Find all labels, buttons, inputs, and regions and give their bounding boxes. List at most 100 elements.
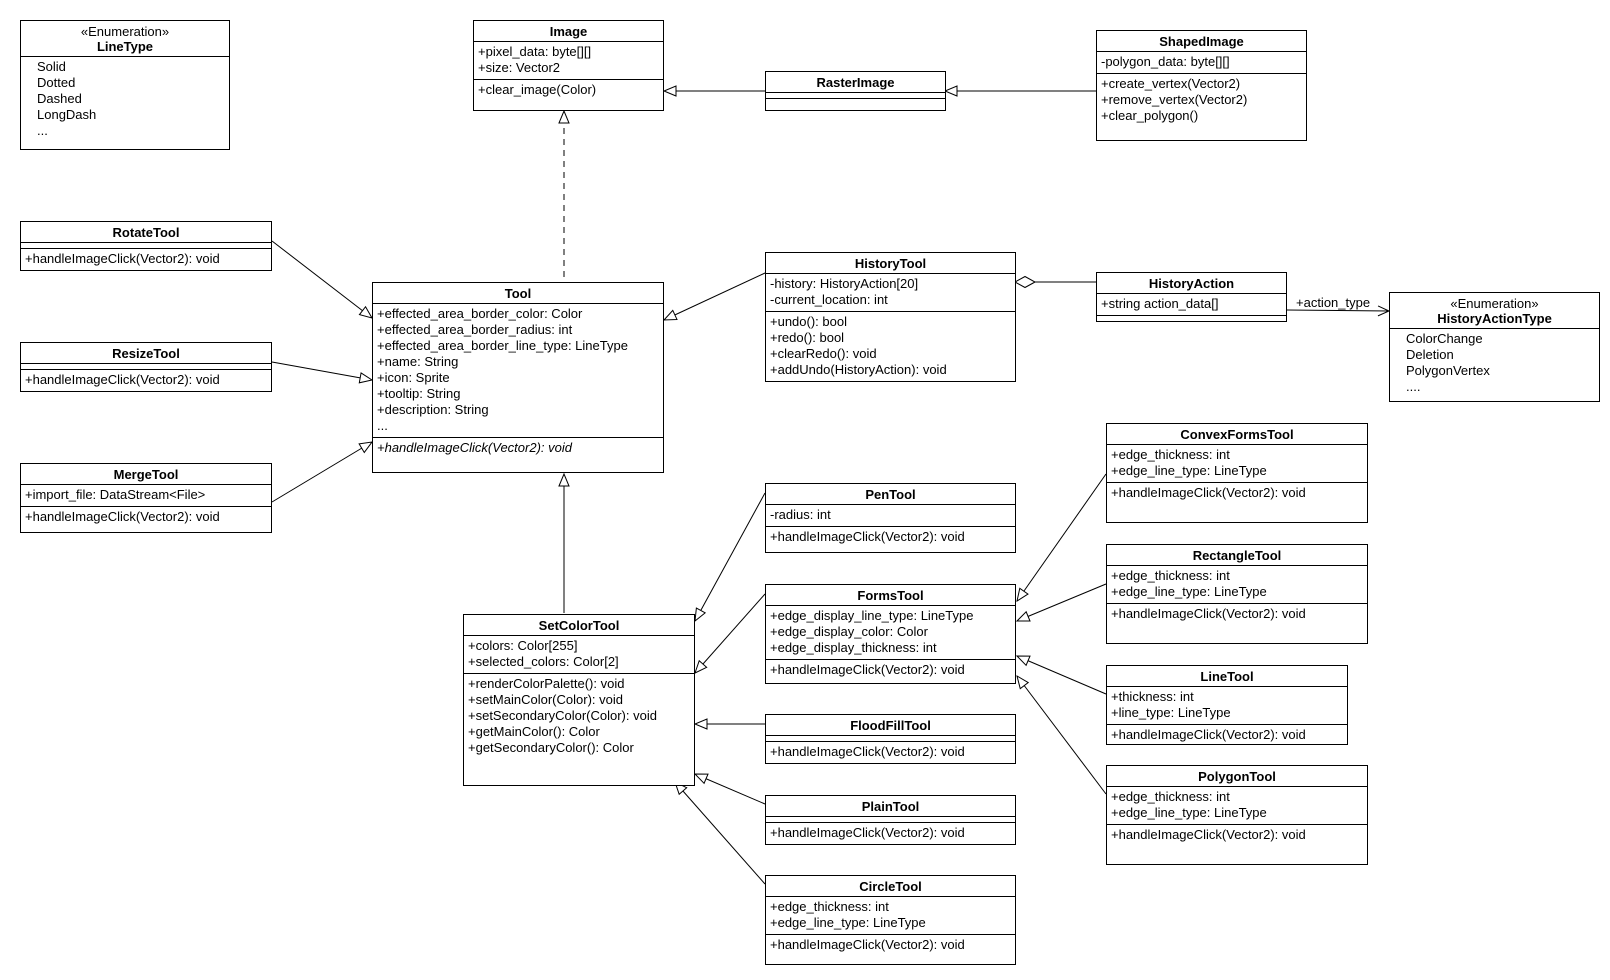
class-name: HistoryActionType bbox=[1437, 311, 1552, 326]
class-historytool[interactable]: HistoryTool -history: HistoryAction[20] … bbox=[765, 252, 1016, 382]
operation: +handleImageClick(Vector2): void bbox=[770, 937, 965, 952]
class-name: FloodFillTool bbox=[850, 718, 931, 733]
class-header: FloodFillTool bbox=[766, 715, 1015, 736]
operation: +handleImageClick(Vector2): void bbox=[770, 529, 965, 544]
edge-plaintool-setcolortool bbox=[695, 774, 766, 805]
attribute: +edge_line_type: LineType bbox=[770, 915, 926, 930]
class-setcolortool[interactable]: SetColorTool +colors: Color[255] +select… bbox=[463, 614, 695, 786]
operation: +handleImageClick(Vector2): void bbox=[25, 251, 220, 266]
class-header: Image bbox=[474, 21, 663, 42]
class-convexformstool[interactable]: ConvexFormsTool +edge_thickness: int +ed… bbox=[1106, 423, 1368, 523]
class-name: HistoryTool bbox=[854, 256, 927, 271]
literals-compartment: Solid Dotted Dashed LongDash ... bbox=[21, 57, 229, 142]
attribute: +line_type: LineType bbox=[1111, 705, 1231, 720]
operation: +renderColorPalette(): void bbox=[468, 676, 625, 691]
class-tool[interactable]: Tool +effected_area_border_color: Color … bbox=[372, 282, 664, 473]
attribute: +edge_line_type: LineType bbox=[1111, 584, 1267, 599]
edge-formstool-setcolortool bbox=[695, 593, 766, 673]
attribute: +edge_display_thickness: int bbox=[770, 640, 937, 655]
attribute: +description: String bbox=[377, 402, 489, 417]
class-header: CircleTool bbox=[766, 876, 1015, 897]
operations-compartment bbox=[1097, 316, 1286, 321]
literals-compartment: ColorChange Deletion PolygonVertex .... bbox=[1390, 329, 1599, 398]
operation: +setMainColor(Color): void bbox=[468, 692, 623, 707]
class-linetool[interactable]: LineTool +thickness: int +line_type: Lin… bbox=[1106, 665, 1348, 745]
edge-mergetool-tool bbox=[271, 442, 372, 503]
operations-compartment: +clear_image(Color) bbox=[474, 80, 663, 101]
operation: +handleImageClick(Vector2): void bbox=[25, 372, 220, 387]
class-name: PlainTool bbox=[861, 799, 920, 814]
class-name: SetColorTool bbox=[538, 618, 620, 633]
operation: +handleImageClick(Vector2): void bbox=[1111, 727, 1306, 742]
edge-convexformstool-formstool bbox=[1017, 473, 1107, 601]
class-formstool[interactable]: FormsTool +edge_display_line_type: LineT… bbox=[765, 584, 1016, 684]
operations-compartment: +handleImageClick(Vector2): void bbox=[766, 823, 1015, 844]
class-mergetool[interactable]: MergeTool +import_file: DataStream<File>… bbox=[20, 463, 272, 533]
class-image[interactable]: Image +pixel_data: byte[][] +size: Vecto… bbox=[473, 20, 664, 111]
attributes-compartment: +import_file: DataStream<File> bbox=[21, 485, 271, 507]
attribute: +effected_area_border_line_type: LineTyp… bbox=[377, 338, 628, 353]
attribute: +edge_line_type: LineType bbox=[1111, 463, 1267, 478]
operation: +setSecondaryColor(Color): void bbox=[468, 708, 657, 723]
class-linetype[interactable]: «Enumeration» LineType Solid Dotted Dash… bbox=[20, 20, 230, 150]
attribute: +edge_thickness: int bbox=[770, 899, 889, 914]
attributes-compartment: +edge_thickness: int +edge_line_type: Li… bbox=[1107, 445, 1367, 483]
class-historyaction[interactable]: HistoryAction +string action_data[] bbox=[1096, 272, 1287, 322]
class-header: PlainTool bbox=[766, 796, 1015, 817]
operation: +remove_vertex(Vector2) bbox=[1101, 92, 1248, 107]
class-header: RasterImage bbox=[766, 72, 945, 93]
class-name: RotateTool bbox=[112, 225, 180, 240]
class-plaintool[interactable]: PlainTool +handleImageClick(Vector2): vo… bbox=[765, 795, 1016, 845]
class-name: LineType bbox=[96, 39, 154, 54]
class-name: ResizeTool bbox=[112, 346, 180, 361]
class-resizetool[interactable]: ResizeTool +handleImageClick(Vector2): v… bbox=[20, 342, 272, 392]
operations-compartment: +handleImageClick(Vector2): void bbox=[1107, 604, 1367, 625]
attribute: -radius: int bbox=[770, 507, 831, 522]
operation: +handleImageClick(Vector2): void bbox=[1111, 485, 1306, 500]
operation: +handleImageClick(Vector2): void bbox=[770, 744, 965, 759]
operations-compartment: +handleImageClick(Vector2): void bbox=[1107, 825, 1367, 846]
operation: +undo(): bool bbox=[770, 314, 847, 329]
class-header: SetColorTool bbox=[464, 615, 694, 636]
class-historyactiontype[interactable]: «Enumeration» HistoryActionType ColorCha… bbox=[1389, 292, 1600, 402]
class-circletool[interactable]: CircleTool +edge_thickness: int +edge_li… bbox=[765, 875, 1016, 965]
class-name: RectangleTool bbox=[1192, 548, 1282, 563]
operations-compartment: +handleImageClick(Vector2): void bbox=[766, 660, 1015, 681]
attributes-compartment: +edge_thickness: int +edge_line_type: Li… bbox=[1107, 566, 1367, 604]
class-header: ShapedImage bbox=[1097, 31, 1306, 52]
enum-literal: ... bbox=[37, 123, 48, 138]
attribute: +effected_area_border_radius: int bbox=[377, 322, 573, 337]
attributes-compartment: +pixel_data: byte[][] +size: Vector2 bbox=[474, 42, 663, 80]
class-name: LineTool bbox=[1200, 669, 1254, 684]
class-header: LineTool bbox=[1107, 666, 1347, 687]
attribute: +edge_thickness: int bbox=[1111, 447, 1230, 462]
class-header: ConvexFormsTool bbox=[1107, 424, 1367, 445]
enum-literal: PolygonVertex bbox=[1406, 363, 1490, 378]
class-rotatetool[interactable]: RotateTool +handleImageClick(Vector2): v… bbox=[20, 221, 272, 271]
class-header: «Enumeration» LineType bbox=[21, 21, 229, 57]
attribute: +effected_area_border_color: Color bbox=[377, 306, 583, 321]
class-header: MergeTool bbox=[21, 464, 271, 485]
class-floodfilltool[interactable]: FloodFillTool +handleImageClick(Vector2)… bbox=[765, 714, 1016, 764]
attribute: +icon: Sprite bbox=[377, 370, 450, 385]
operation: +clear_polygon() bbox=[1101, 108, 1199, 123]
class-pentool[interactable]: PenTool -radius: int +handleImageClick(V… bbox=[765, 483, 1016, 553]
class-shapedimage[interactable]: ShapedImage -polygon_data: byte[][] +cre… bbox=[1096, 30, 1307, 141]
enum-literal: .... bbox=[1406, 379, 1421, 394]
attributes-compartment bbox=[21, 243, 271, 249]
attributes-compartment bbox=[766, 817, 1015, 823]
operation: +handleImageClick(Vector2): void bbox=[25, 509, 220, 524]
attributes-compartment: +edge_thickness: int +edge_line_type: Li… bbox=[1107, 787, 1367, 825]
class-name: CircleTool bbox=[859, 879, 922, 894]
operations-compartment: +undo(): bool +redo(): bool +clearRedo()… bbox=[766, 312, 1015, 381]
class-name: PenTool bbox=[865, 487, 916, 502]
edge-polygontool-formstool bbox=[1017, 676, 1107, 795]
operations-compartment: +handleImageClick(Vector2): void bbox=[766, 742, 1015, 763]
attributes-compartment bbox=[766, 736, 1015, 742]
attribute: +selected_colors: Color[2] bbox=[468, 654, 619, 669]
class-polygontool[interactable]: PolygonTool +edge_thickness: int +edge_l… bbox=[1106, 765, 1368, 865]
stereotype: «Enumeration» bbox=[80, 24, 170, 39]
class-rectangletool[interactable]: RectangleTool +edge_thickness: int +edge… bbox=[1106, 544, 1368, 644]
operation: +redo(): bool bbox=[770, 330, 845, 345]
class-rasterimage[interactable]: RasterImage bbox=[765, 71, 946, 111]
